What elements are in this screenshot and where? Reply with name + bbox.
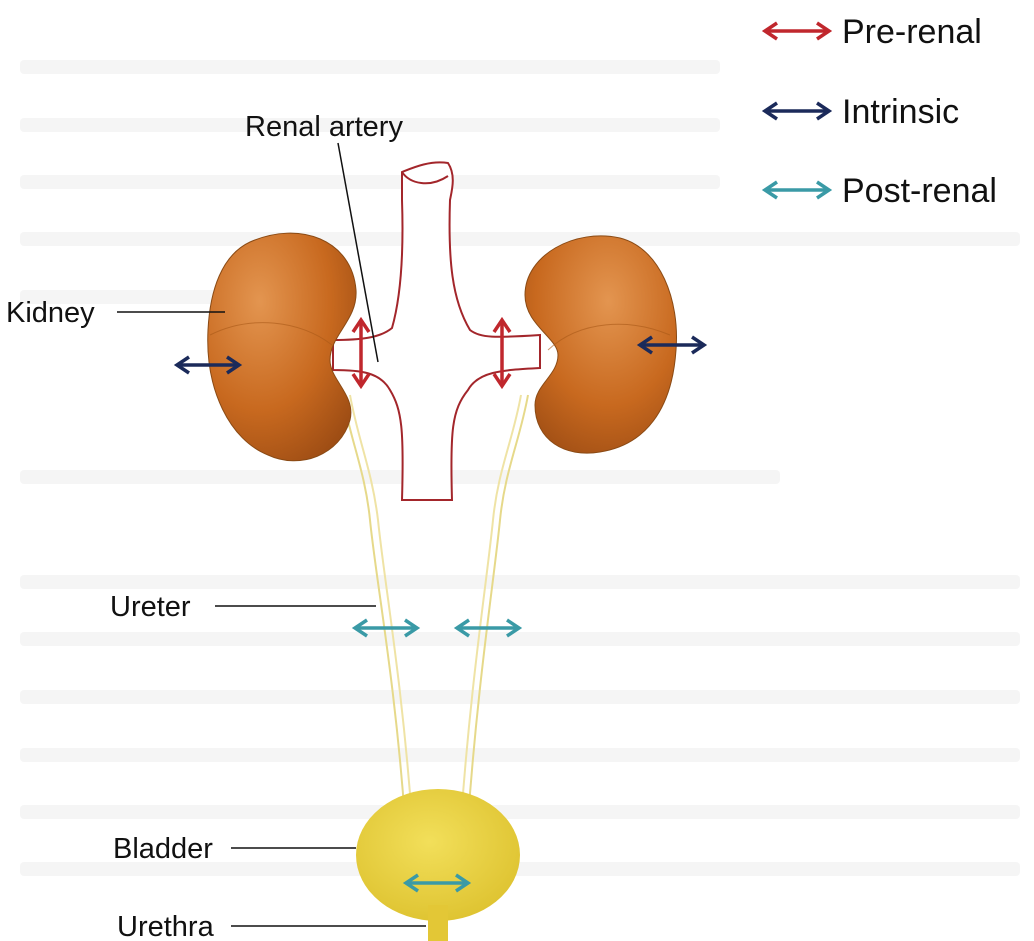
pre-renal-legend-arrow-icon — [765, 23, 829, 39]
legend-item-pre-renal: Pre-renal — [765, 13, 982, 51]
post-renal-legend-arrow-icon — [765, 182, 829, 198]
bladder — [356, 789, 520, 921]
label-kidney: Kidney — [6, 297, 95, 329]
legend-item-post-renal: Post-renal — [765, 172, 997, 210]
label-renal-artery: Renal artery — [245, 111, 403, 143]
legend-label-post-renal: Post-renal — [842, 172, 997, 210]
legend-item-intrinsic: Intrinsic — [765, 93, 959, 131]
legend-label-pre-renal: Pre-renal — [842, 13, 982, 51]
intrinsic-arrow-left-kidney-icon — [177, 357, 239, 373]
label-urethra: Urethra — [117, 911, 215, 941]
urethra — [428, 905, 448, 941]
intrinsic-legend-arrow-icon — [765, 103, 829, 119]
label-ureter: Ureter — [110, 591, 191, 623]
legend-label-intrinsic: Intrinsic — [842, 93, 959, 131]
label-bladder: Bladder — [113, 833, 213, 865]
legend: Pre-renal Intrinsic Post-renal — [765, 13, 997, 210]
